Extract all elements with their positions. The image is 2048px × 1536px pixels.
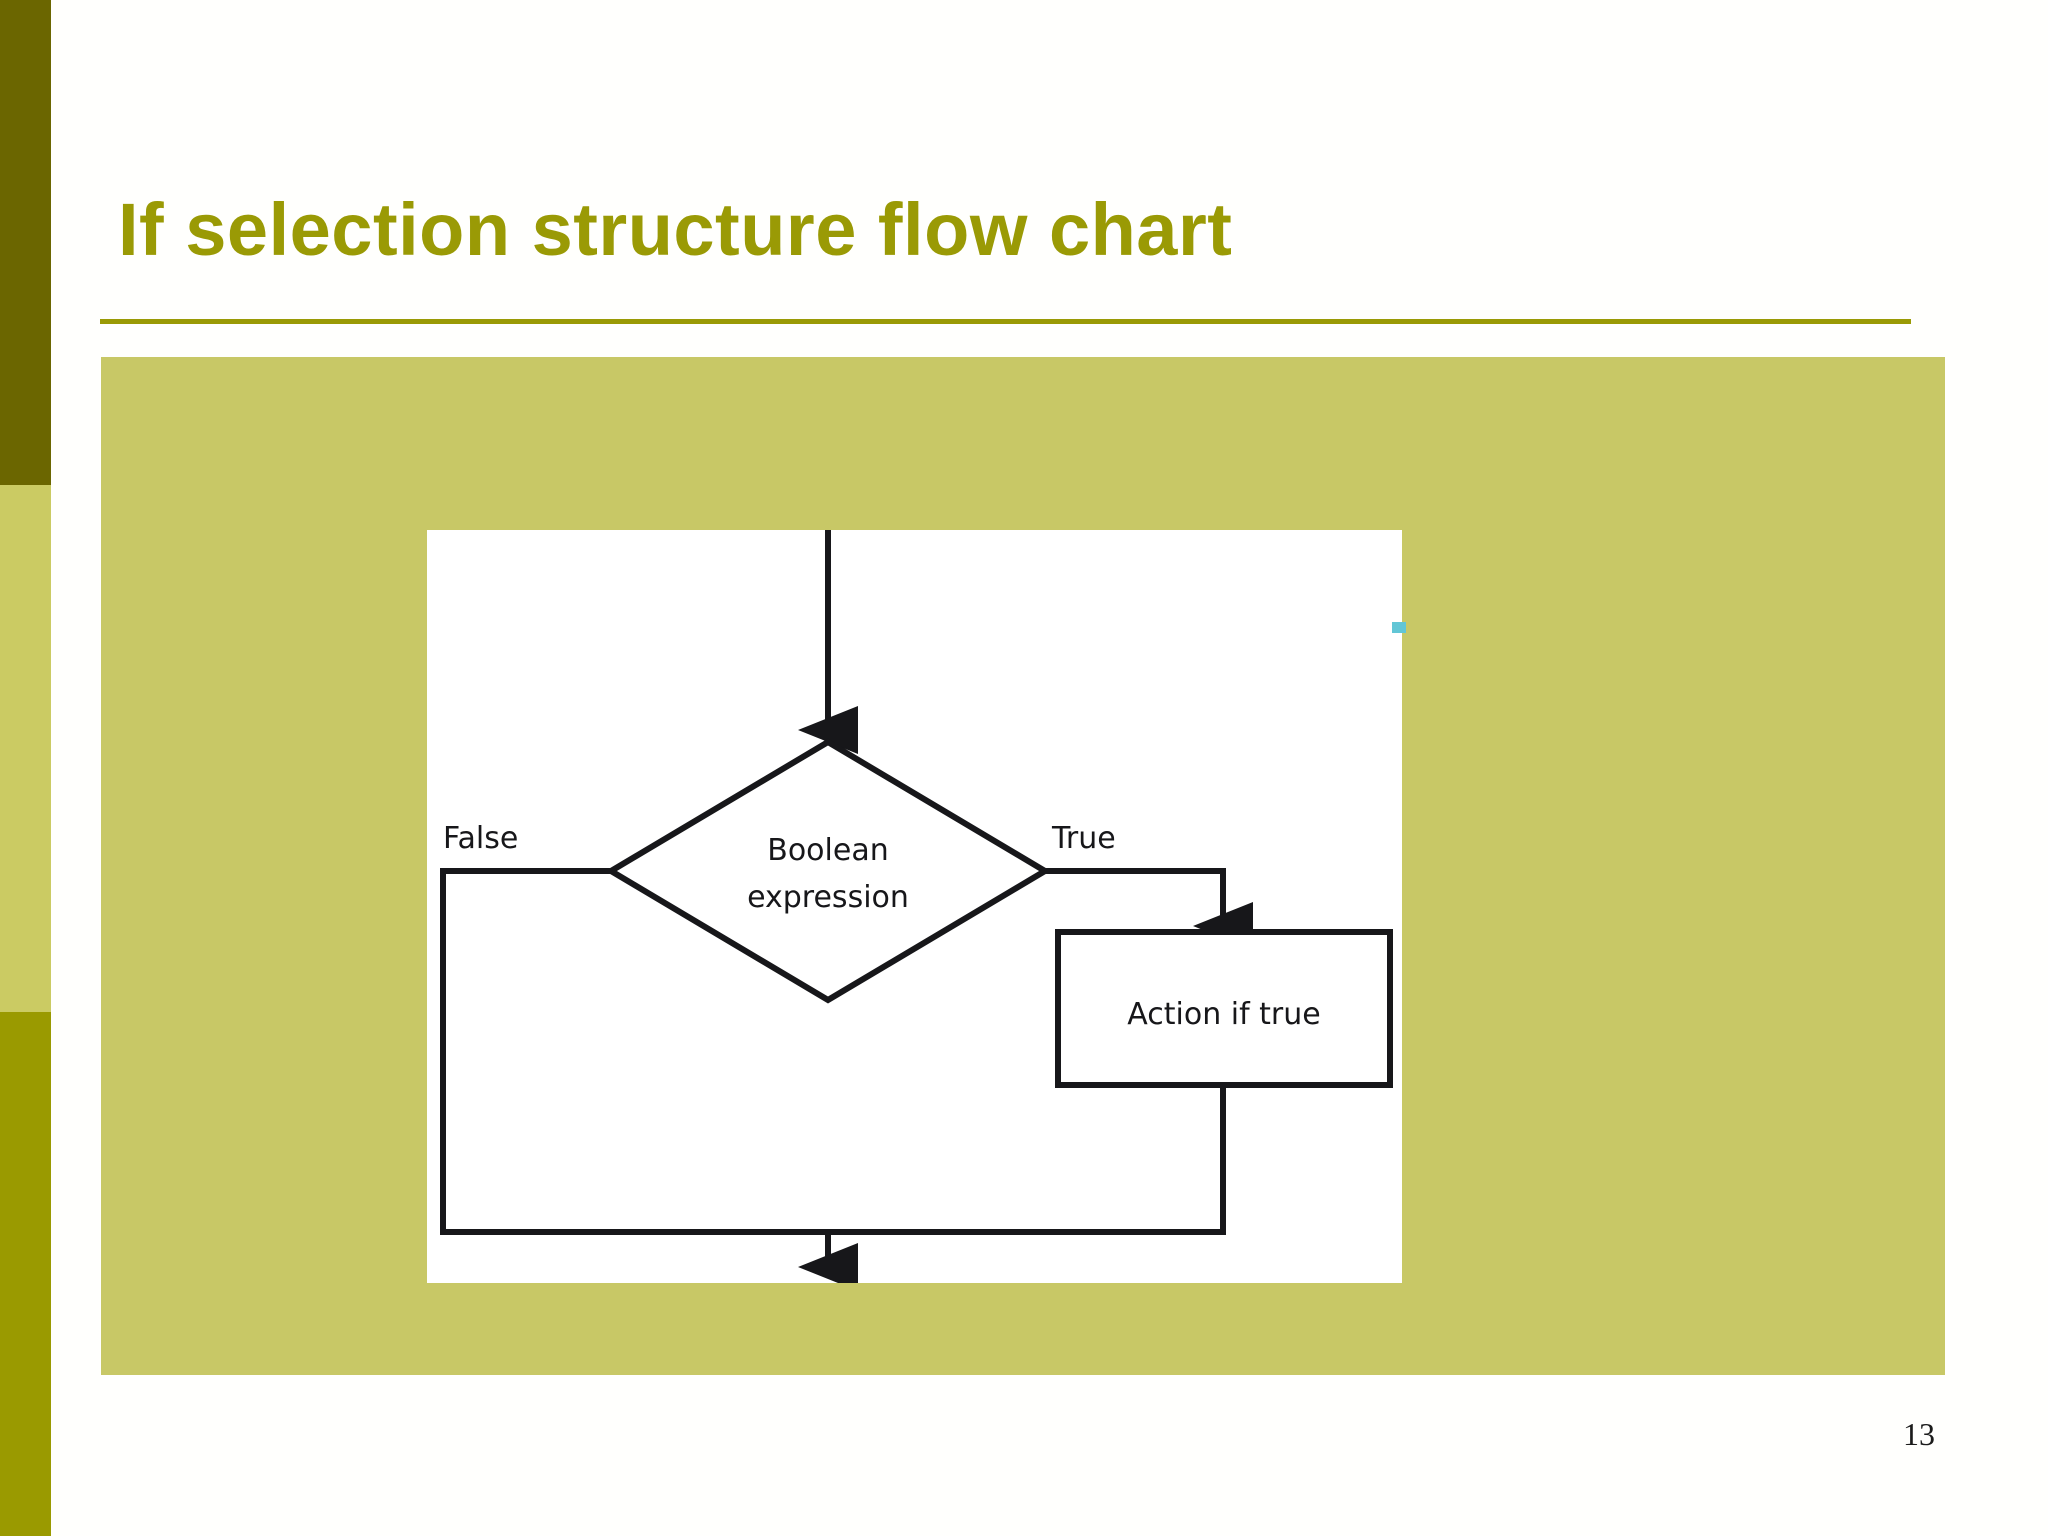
flowchart-canvas: Boolean expression False True Action if … xyxy=(427,530,1402,1283)
title-underline-rule xyxy=(100,319,1911,324)
sidebar-band-top xyxy=(0,0,51,485)
edge-true xyxy=(1045,868,1253,950)
decision-label-line1: Boolean xyxy=(767,833,888,868)
sidebar-band-middle xyxy=(0,485,51,1012)
page-title: If selection structure flow chart xyxy=(118,188,1233,271)
sidebar-band-bottom xyxy=(0,1012,51,1536)
edge-false-label: False xyxy=(443,821,518,856)
edge-true-label: True xyxy=(1051,821,1116,856)
decision-diamond xyxy=(605,738,1051,1004)
cyan-artifact-mark xyxy=(1392,622,1406,633)
sidebar-decoration xyxy=(0,0,51,1536)
edge-false xyxy=(440,868,828,1235)
page-number: 13 xyxy=(1903,1416,1935,1452)
edge-action-exit xyxy=(828,1085,1226,1235)
decision-label-line2: expression xyxy=(747,880,909,915)
action-box-label: Action if true xyxy=(1127,997,1321,1032)
